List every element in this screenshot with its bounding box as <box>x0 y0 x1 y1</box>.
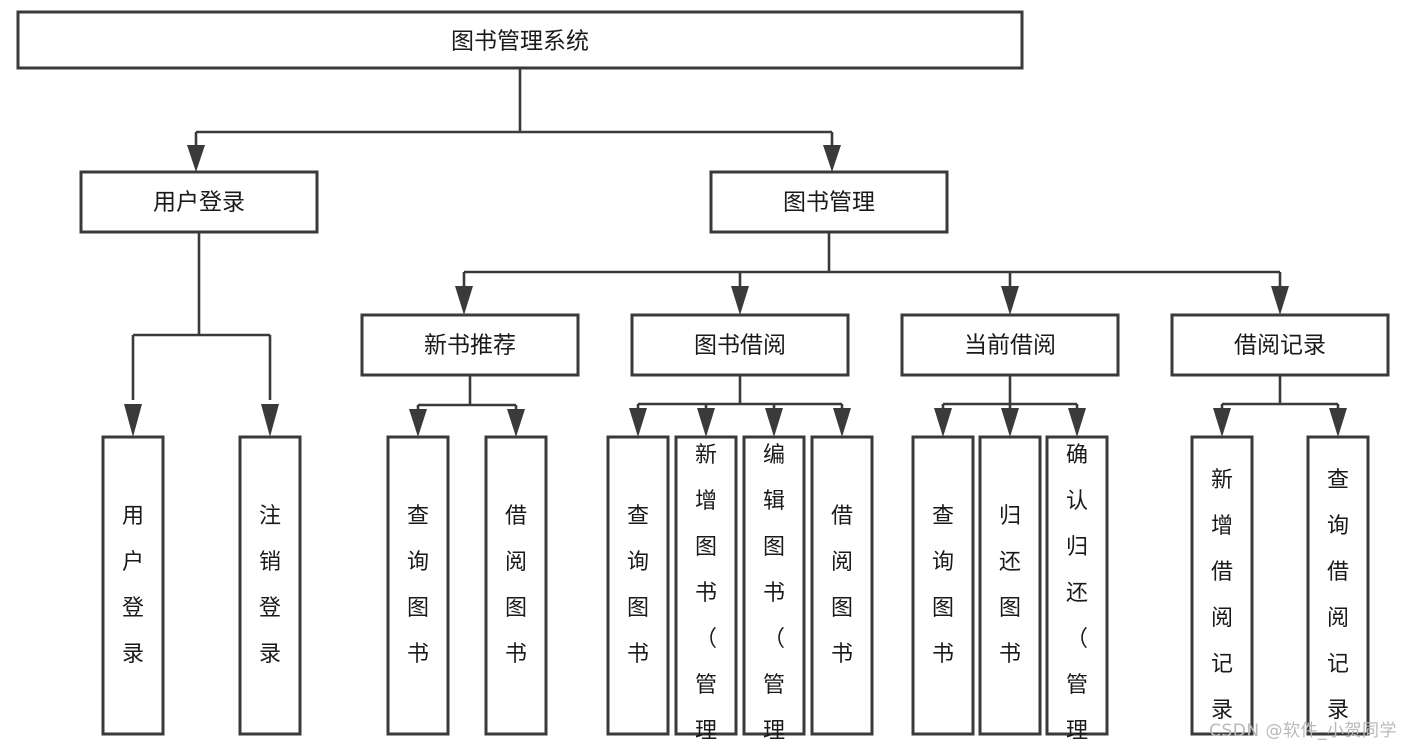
arrow-to-leaf-query-book-1 <box>409 409 427 437</box>
node-leaf-query-record-label: 查询借阅记录 <box>1327 468 1349 723</box>
node-borrow-record[interactable]: 借阅记录 <box>1170 313 1390 377</box>
arrow-to-leaf-query-book-3 <box>934 408 952 437</box>
node-leaf-logout[interactable]: 注销登录 <box>238 435 302 736</box>
node-leaf-logout-label: 注销登录 <box>259 504 281 667</box>
arrow-to-leaf-logout <box>261 404 279 437</box>
node-leaf-query-record[interactable]: 查询借阅记录 <box>1306 435 1370 736</box>
node-leaf-borrow-book-1-label: 借阅图书 <box>505 504 527 667</box>
edge-bookborrow-bus <box>636 375 844 412</box>
arrow-to-leaf-add-record <box>1213 408 1231 437</box>
arrow-to-leaf-confirm-return <box>1068 408 1086 437</box>
node-book-borrow-label: 图书借阅 <box>694 333 786 359</box>
arrow-to-book-manage <box>823 145 841 172</box>
node-leaf-query-book-2-label: 查询图书 <box>627 504 649 667</box>
node-leaf-borrow-book-1[interactable]: 借阅图书 <box>484 435 548 736</box>
node-root-box[interactable] <box>16 10 1024 70</box>
node-root-label: 图书管理系统 <box>451 29 589 55</box>
edge-userlogin-bus <box>131 232 272 400</box>
arrow-to-new-book-rec <box>455 286 473 315</box>
node-leaf-add-book-label: 新增图书（管理员） <box>695 443 717 747</box>
node-new-book-rec[interactable]: 新书推荐 <box>360 313 580 377</box>
node-leaf-return-book-box[interactable] <box>978 435 1042 736</box>
node-leaf-logout-box[interactable] <box>238 435 302 736</box>
edge-currentborrow-bus <box>941 375 1079 412</box>
node-book-borrow-box[interactable] <box>630 313 850 377</box>
connector-layer <box>124 68 1347 437</box>
arrow-to-user-login <box>187 145 205 172</box>
node-leaf-query-book-2[interactable]: 查询图书 <box>606 435 670 736</box>
node-new-book-rec-label: 新书推荐 <box>424 333 516 359</box>
arrow-to-leaf-borrow-book-1 <box>507 409 525 437</box>
arrow-to-leaf-add-book <box>697 408 715 437</box>
node-leaf-confirm-return[interactable]: 确认归还（管理员） <box>1045 435 1109 747</box>
node-leaf-edit-book-label: 编辑图书（管理员） <box>763 443 785 747</box>
arrow-to-leaf-query-book-2 <box>629 408 647 437</box>
node-new-book-rec-box[interactable] <box>360 313 580 377</box>
node-leaf-edit-book[interactable]: 编辑图书（管理员） <box>742 435 806 747</box>
node-current-borrow-label: 当前借阅 <box>964 333 1056 359</box>
arrow-to-borrow-record <box>1271 286 1289 315</box>
node-leaf-add-book[interactable]: 新增图书（管理员） <box>674 435 738 747</box>
node-leaf-add-record-label: 新增借阅记录 <box>1211 468 1233 723</box>
node-user-login-box[interactable] <box>79 170 319 234</box>
arrow-to-leaf-user-login <box>124 404 142 437</box>
node-root[interactable]: 图书管理系统 <box>16 10 1024 70</box>
node-current-borrow-box[interactable] <box>900 313 1120 377</box>
node-leaf-confirm-return-box[interactable] <box>1045 435 1109 736</box>
node-leaf-add-record-box[interactable] <box>1190 435 1254 736</box>
node-book-borrow[interactable]: 图书借阅 <box>630 313 850 377</box>
node-leaf-query-book-3-label: 查询图书 <box>932 504 954 667</box>
node-leaf-confirm-return-label: 确认归还（管理员） <box>1066 443 1088 747</box>
node-leaf-user-login-label: 用户登录 <box>122 504 144 667</box>
node-current-borrow[interactable]: 当前借阅 <box>900 313 1120 377</box>
node-leaf-edit-book-box[interactable] <box>742 435 806 736</box>
arrow-to-current-borrow <box>1001 286 1019 315</box>
node-leaf-query-book-3[interactable]: 查询图书 <box>911 435 975 736</box>
arrow-to-leaf-return-book <box>1001 408 1019 437</box>
node-leaf-query-record-box[interactable] <box>1306 435 1370 736</box>
edge-borrowrecord-bus <box>1220 375 1340 412</box>
edge-root-bus <box>194 68 834 158</box>
node-leaf-query-book-1-label: 查询图书 <box>407 504 429 667</box>
node-leaf-query-book-1-box[interactable] <box>386 435 450 736</box>
node-leaf-return-book[interactable]: 归还图书 <box>978 435 1042 736</box>
node-leaf-borrow-book-2[interactable]: 借阅图书 <box>810 435 874 736</box>
edge-newbookrec-bus <box>416 375 518 415</box>
node-leaf-query-book-3-box[interactable] <box>911 435 975 736</box>
edge-bookmanage-bus <box>462 232 1282 298</box>
node-book-manage-label: 图书管理 <box>783 190 875 216</box>
arrow-to-book-borrow <box>731 286 749 315</box>
node-leaf-query-book-2-box[interactable] <box>606 435 670 736</box>
node-leaf-borrow-book-1-box[interactable] <box>484 435 548 736</box>
node-leaf-user-login[interactable]: 用户登录 <box>101 435 165 736</box>
node-user-login-label: 用户登录 <box>153 190 245 216</box>
node-book-manage-box[interactable] <box>709 170 949 234</box>
arrow-to-leaf-query-record <box>1329 408 1347 437</box>
node-leaf-user-login-box[interactable] <box>101 435 165 736</box>
node-leaf-add-book-box[interactable] <box>674 435 738 736</box>
arrow-to-leaf-edit-book <box>765 408 783 437</box>
node-borrow-record-box[interactable] <box>1170 313 1390 377</box>
node-leaf-return-book-label: 归还图书 <box>999 504 1021 667</box>
node-book-manage[interactable]: 图书管理 <box>709 170 949 234</box>
arrow-to-leaf-borrow-book-2 <box>833 408 851 437</box>
node-leaf-borrow-book-2-box[interactable] <box>810 435 874 736</box>
node-leaf-add-record[interactable]: 新增借阅记录 <box>1190 435 1254 736</box>
csdn-watermark: CSDN @软件_小贺同学 <box>1209 721 1397 741</box>
node-leaf-query-book-1[interactable]: 查询图书 <box>386 435 450 736</box>
node-borrow-record-label: 借阅记录 <box>1234 333 1326 359</box>
node-user-login[interactable]: 用户登录 <box>79 170 319 234</box>
node-leaf-borrow-book-2-label: 借阅图书 <box>831 504 853 667</box>
